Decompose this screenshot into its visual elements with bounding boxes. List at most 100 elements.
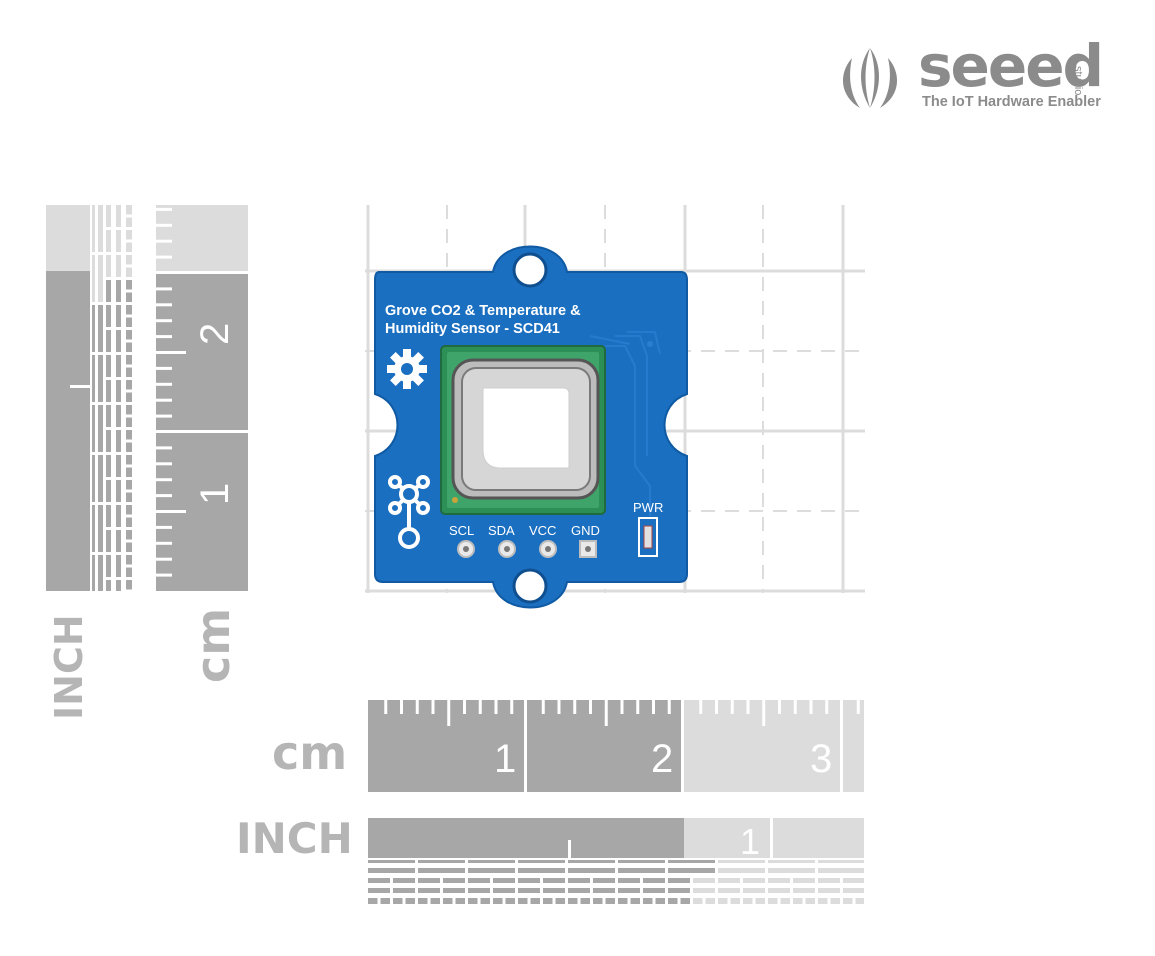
- inch-strip-segment: [718, 898, 728, 904]
- inch-strip-segment: [116, 305, 121, 327]
- inch-strip-segment: [843, 878, 864, 883]
- inch-strip-segment: [780, 898, 790, 904]
- inch-strip-segment: [116, 480, 121, 502]
- inch-strip-segment: [405, 898, 415, 904]
- inch-strip-segment: [106, 430, 111, 452]
- inch-strip-segment: [518, 878, 540, 883]
- inch-strip-segment: [493, 878, 515, 883]
- inch-strip-segment: [106, 455, 111, 477]
- inch-label-bottom: INCH: [236, 814, 353, 863]
- inch-strip-segment: [126, 392, 132, 402]
- inch-strip-segment: [718, 888, 740, 893]
- inch-strip-segment: [418, 888, 440, 893]
- inch-strip-segment: [106, 230, 111, 252]
- inch-strip-segment: [493, 898, 503, 904]
- inch-strip-segment: [443, 898, 453, 904]
- inch-strip-segment: [743, 888, 765, 893]
- logo-wordmark: seeed: [918, 32, 1104, 100]
- inch-strip-segment: [518, 868, 565, 873]
- scd41-sensor-module: [440, 345, 606, 515]
- inch-strip-segment: [418, 868, 465, 873]
- inch-strip-segment: [755, 898, 765, 904]
- pin-label-vcc: VCC: [529, 523, 556, 538]
- inch-strip-segment: [443, 878, 465, 883]
- inch-strip-segment: [126, 292, 132, 302]
- inch-strip-segment: [116, 255, 121, 277]
- inch-strip-segment: [98, 555, 103, 591]
- inch-strip-segment: [818, 860, 864, 863]
- inch-strip-segment: [126, 417, 132, 427]
- inch-strip-segment: [418, 878, 440, 883]
- seeed-logo: seeed studio The IoT Hardware Enabler: [830, 32, 1120, 116]
- inch-strip-segment: [768, 868, 815, 873]
- inch-strip-segment: [106, 505, 111, 527]
- inch-strip-segment: [126, 305, 132, 315]
- grove-network-icon: [388, 475, 430, 549]
- inch-strip-segment: [568, 898, 578, 904]
- inch-strip-segment: [126, 430, 132, 440]
- inch-strip-segment: [743, 898, 753, 904]
- cm-label-left: cm: [186, 607, 240, 683]
- inch-strip-segment: [855, 898, 864, 904]
- inch-strip-segment: [830, 898, 840, 904]
- inch-strip-segment: [126, 467, 132, 477]
- inch-strip-segment: [92, 205, 95, 252]
- inch-strip-segment: [443, 888, 465, 893]
- inch-strip-segment: [630, 898, 640, 904]
- inch-strip-segment: [680, 898, 690, 904]
- inch-strip-segment: [368, 860, 415, 863]
- inch-strip-segment: [643, 898, 653, 904]
- inch-strip-segment: [126, 380, 132, 390]
- inch-strip-segment: [468, 878, 490, 883]
- inch-strip-segment: [618, 868, 665, 873]
- left-cm-number-1: 1: [193, 483, 237, 505]
- inch-strip-segment: [368, 868, 415, 873]
- inch-strip-segment: [92, 355, 95, 402]
- inch-strip-segment: [116, 355, 121, 377]
- pwr-led: [638, 517, 658, 557]
- inch-strip-segment: [543, 888, 565, 893]
- inch-strip-segment: [843, 898, 853, 904]
- inch-strip-segment: [126, 355, 132, 365]
- board-title-line2: Humidity Sensor - SCD41: [385, 321, 560, 337]
- inch-strip-segment: [543, 898, 553, 904]
- inch-strip-segment: [493, 888, 515, 893]
- inch-strip-segment: [106, 580, 111, 591]
- inch-strip-segment: [818, 878, 840, 883]
- inch-strip-segment: [98, 355, 103, 402]
- inch-strip-segment: [126, 480, 132, 490]
- inch-strip-segment: [705, 898, 715, 904]
- inch-strip-segment: [718, 878, 740, 883]
- pin-label-gnd: GND: [571, 523, 600, 538]
- inch-strip-segment: [106, 380, 111, 402]
- inch-strip-segment: [116, 430, 121, 452]
- inch-strip-segment: [126, 317, 132, 327]
- inch-strip-segment: [116, 380, 121, 402]
- inch-ruler-bottom: 1: [368, 818, 864, 904]
- inch-strip-segment: [418, 898, 428, 904]
- pin-pads: [457, 540, 597, 558]
- inch-strip-segment: [555, 898, 565, 904]
- inch-strip-segment: [518, 860, 565, 863]
- inch-strip-segment: [593, 878, 615, 883]
- inch-strip-segment: [106, 555, 111, 577]
- inch-strip-segment: [116, 455, 121, 477]
- inch-strip-segment: [605, 898, 615, 904]
- logo-tagline: The IoT Hardware Enabler: [922, 94, 1101, 110]
- inch-strip-segment: [618, 860, 665, 863]
- inch-strip-segment: [116, 555, 121, 577]
- cm-number-1: 1: [494, 737, 516, 781]
- inch-strip-segment: [793, 898, 803, 904]
- inch-strip-segment: [106, 255, 111, 277]
- inch-strip-segment: [568, 888, 590, 893]
- left-cm-number-2: 2: [193, 323, 237, 345]
- inch-strip-segment: [126, 280, 132, 290]
- inch-strip-segment: [368, 888, 390, 893]
- inch-strip-segment: [92, 305, 95, 352]
- inch-strip-segment: [393, 898, 403, 904]
- inch-strip-segment: [116, 405, 121, 427]
- inch-strip-segment: [393, 878, 415, 883]
- inch-strip-segment: [843, 888, 864, 893]
- board-title-line1: Grove CO2 & Temperature &: [385, 303, 581, 319]
- inch-strip-segment: [368, 878, 390, 883]
